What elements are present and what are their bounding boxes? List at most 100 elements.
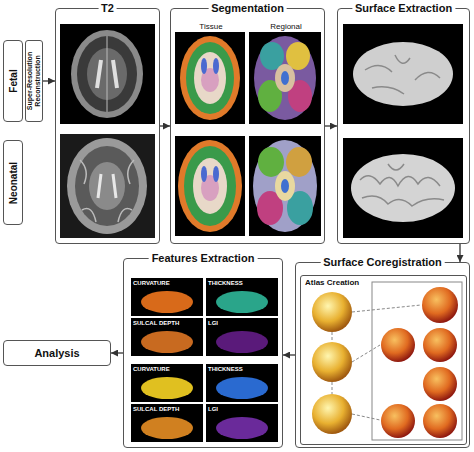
node-title: T2	[98, 2, 117, 15]
sub-label: Tissue	[199, 22, 222, 31]
atlas-spheres	[312, 342, 352, 382]
regional-segmentation-neonatal	[275, 171, 295, 201]
tissue-segmentation-neonatal	[178, 140, 242, 232]
feature-tiles	[141, 331, 193, 353]
fetal-t2-image	[71, 30, 143, 118]
flow-arrow	[325, 125, 337, 126]
tissue-segmentation-fetal	[175, 32, 245, 124]
feature-label: LGI	[208, 320, 218, 327]
tissue-segmentation-fetal	[194, 52, 226, 104]
feature-tiles	[141, 291, 193, 313]
feature-tiles	[216, 417, 268, 439]
regional-segmentation-neonatal	[286, 147, 312, 177]
regional-segmentation-fetal	[281, 71, 289, 85]
regional-segmentation-fetal	[249, 32, 321, 124]
atlas-spheres	[381, 328, 415, 362]
atlas-spheres	[381, 404, 415, 438]
tissue-segmentation-neonatal	[201, 166, 207, 182]
neonatal-t2-image	[98, 174, 116, 198]
stage-panel: Surface CoregistrationAtlas Creation	[295, 262, 470, 448]
node-title: Features Extraction	[149, 252, 258, 265]
regional-segmentation-neonatal	[249, 136, 321, 236]
fetal-surface	[343, 24, 463, 124]
feature-tiles	[216, 331, 268, 353]
feature-tiles	[206, 364, 278, 402]
neonatal-t2-image	[60, 134, 155, 238]
stage-panel: T2	[55, 8, 160, 244]
feature-tiles	[216, 377, 268, 399]
process-box: Analysis	[3, 340, 111, 366]
sub-panel: Atlas Creation	[300, 275, 467, 445]
fetal-t2-image	[60, 24, 155, 124]
neonatal-t2-image	[89, 162, 125, 210]
feature-tiles	[206, 318, 278, 356]
feature-tiles	[131, 404, 203, 442]
stage-panel: Surface Extraction	[337, 8, 470, 244]
atlas-spheres	[312, 282, 462, 440]
atlas-spheres	[423, 367, 457, 401]
tissue-segmentation-neonatal	[193, 158, 227, 214]
tissue-segmentation-neonatal	[184, 146, 236, 226]
neonatal-t2-image	[67, 138, 147, 234]
node-title: Surface Coregistration	[320, 256, 445, 269]
group-label: Fetal	[3, 40, 23, 122]
feature-tiles	[206, 278, 278, 316]
node-title: Atlas Creation	[305, 278, 359, 287]
neonatal-t2-image	[80, 160, 134, 222]
process-box: Super-Resolution Reconstruction	[25, 40, 43, 122]
fetal-t2-image	[107, 36, 108, 112]
tissue-segmentation-fetal	[213, 58, 219, 74]
feature-tiles	[216, 291, 268, 313]
feature-tiles	[131, 278, 278, 442]
node-title: Neonatal	[8, 142, 19, 223]
stage-panel: SegmentationTissueRegional	[170, 8, 325, 244]
tissue-segmentation-fetal	[201, 58, 207, 74]
node-title: Super-Resolution Reconstruction	[26, 42, 41, 120]
atlas-spheres	[312, 292, 352, 332]
feature-tiles	[141, 417, 193, 439]
node-title: Fetal	[8, 42, 19, 120]
regional-segmentation-fetal	[249, 32, 321, 124]
tissue-segmentation-neonatal	[175, 136, 245, 236]
neonatal-surface	[343, 138, 463, 238]
flow-arrow	[459, 244, 460, 262]
regional-segmentation-fetal	[275, 64, 295, 92]
flow-arrow	[160, 125, 170, 126]
neonatal-t2-image	[60, 134, 155, 238]
tissue-segmentation-fetal	[186, 42, 234, 114]
feature-tiles	[131, 318, 203, 356]
atlas-spheres	[423, 404, 457, 438]
node-title: Analysis	[4, 347, 110, 360]
atlas-spheres	[423, 328, 457, 362]
sub-label: Regional	[270, 22, 302, 31]
regional-segmentation-neonatal	[253, 140, 317, 232]
tissue-segmentation-fetal	[180, 36, 240, 120]
atlas-spheres	[422, 287, 458, 323]
flow-arrow	[111, 352, 123, 353]
fetal-surface	[343, 24, 463, 124]
tissue-segmentation-fetal	[175, 32, 245, 124]
tissue-segmentation-neonatal	[213, 166, 219, 182]
fetal-surface	[353, 42, 453, 106]
flow-arrow	[43, 80, 55, 81]
flow-arrow	[283, 354, 295, 355]
fetal-t2-image	[77, 36, 137, 112]
atlas-spheres	[312, 394, 352, 434]
feature-tiles	[131, 364, 203, 402]
neonatal-surface	[360, 164, 444, 206]
node-title: Segmentation	[208, 2, 287, 15]
feature-tiles	[206, 404, 278, 442]
feature-tiles	[131, 278, 203, 316]
feature-label: CURVATURE	[133, 366, 170, 373]
regional-segmentation-neonatal	[258, 147, 284, 177]
feature-label: SULCAL DEPTH	[133, 320, 179, 327]
neonatal-t2-image	[75, 146, 139, 226]
regional-segmentation-neonatal	[249, 136, 321, 236]
neonatal-surface	[351, 154, 455, 222]
feature-label: LGI	[208, 406, 218, 413]
fetal-surface	[365, 55, 440, 94]
regional-segmentation-fetal	[254, 36, 316, 120]
feature-label: SULCAL DEPTH	[133, 406, 179, 413]
